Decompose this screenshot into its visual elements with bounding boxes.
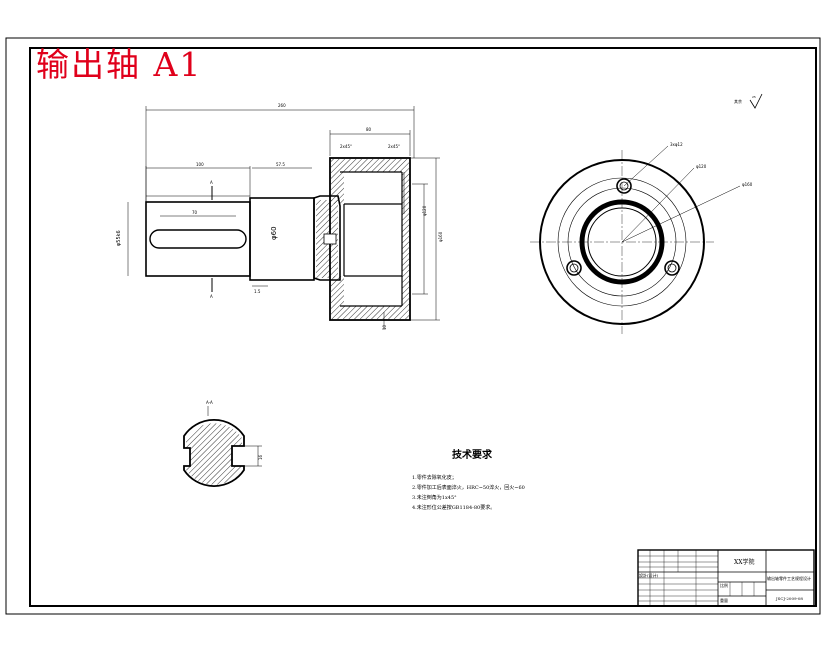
scale-label: 比例 (720, 583, 728, 588)
svg-text:3xφ12: 3xφ12 (670, 142, 683, 147)
school-name: XX学院 (734, 559, 755, 566)
designer-label: 設計(设计) (639, 573, 659, 578)
svg-text:70: 70 (192, 210, 198, 215)
svg-text:10: 10 (382, 324, 387, 330)
tech-requirements-heading: 技术要求 (452, 450, 492, 461)
tech-requirement-4: 4.未注形位公差按GB1184-80要求。 (412, 505, 496, 511)
svg-text:φ160: φ160 (438, 231, 443, 242)
outer-frame (5, 37, 821, 615)
svg-text:100: 100 (196, 162, 204, 167)
svg-text:1.5: 1.5 (254, 289, 261, 294)
tech-requirement-3: 3.未注倒角为1x45° (412, 495, 457, 501)
svg-text:57.5: 57.5 (276, 162, 285, 167)
tech-requirement-2: 2.零件加工后表面淬火，HRC~50淬火，回火~60 (412, 485, 525, 491)
svg-text:A-A: A-A (206, 400, 213, 405)
roughness-symbol: 25 (749, 93, 763, 109)
svg-text:φ160: φ160 (742, 182, 753, 187)
section-hatching (316, 159, 409, 319)
svg-text:80: 80 (366, 127, 372, 132)
drawing-name: 输出轴零件工艺规程设计 (767, 576, 811, 581)
svg-text:25: 25 (752, 95, 756, 99)
svg-text:φ55k6: φ55k6 (116, 230, 122, 246)
svg-text:φ120: φ120 (696, 164, 707, 169)
svg-text:φ60: φ60 (270, 226, 278, 240)
svg-text:2x45°: 2x45° (340, 144, 352, 149)
svg-text:A: A (210, 294, 213, 299)
flange-end-view: 3xφ12 φ120 φ160 (530, 142, 753, 334)
weight-label: 重量 (720, 598, 728, 603)
svg-text:2x45°: 2x45° (388, 144, 400, 149)
title-block (637, 549, 815, 607)
tech-requirement-1: 1.零件去除氧化皮； (412, 475, 457, 481)
svg-text:260: 260 (278, 103, 286, 108)
drawing-number: JSCJ-2009-08 (776, 596, 803, 601)
svg-text:A: A (210, 180, 213, 185)
svg-text:φ120: φ120 (422, 205, 427, 216)
section-a-a: A-A 16 (183, 400, 263, 487)
shaft-front-view: 260 80 100 70 A A φ55k6 57.5 φ60 1.5 (116, 103, 443, 330)
roughness-note: 其余 (734, 99, 742, 104)
inner-frame (29, 47, 817, 607)
drawing-title: 输出轴 A1 (36, 45, 203, 84)
svg-text:16: 16 (258, 454, 263, 460)
